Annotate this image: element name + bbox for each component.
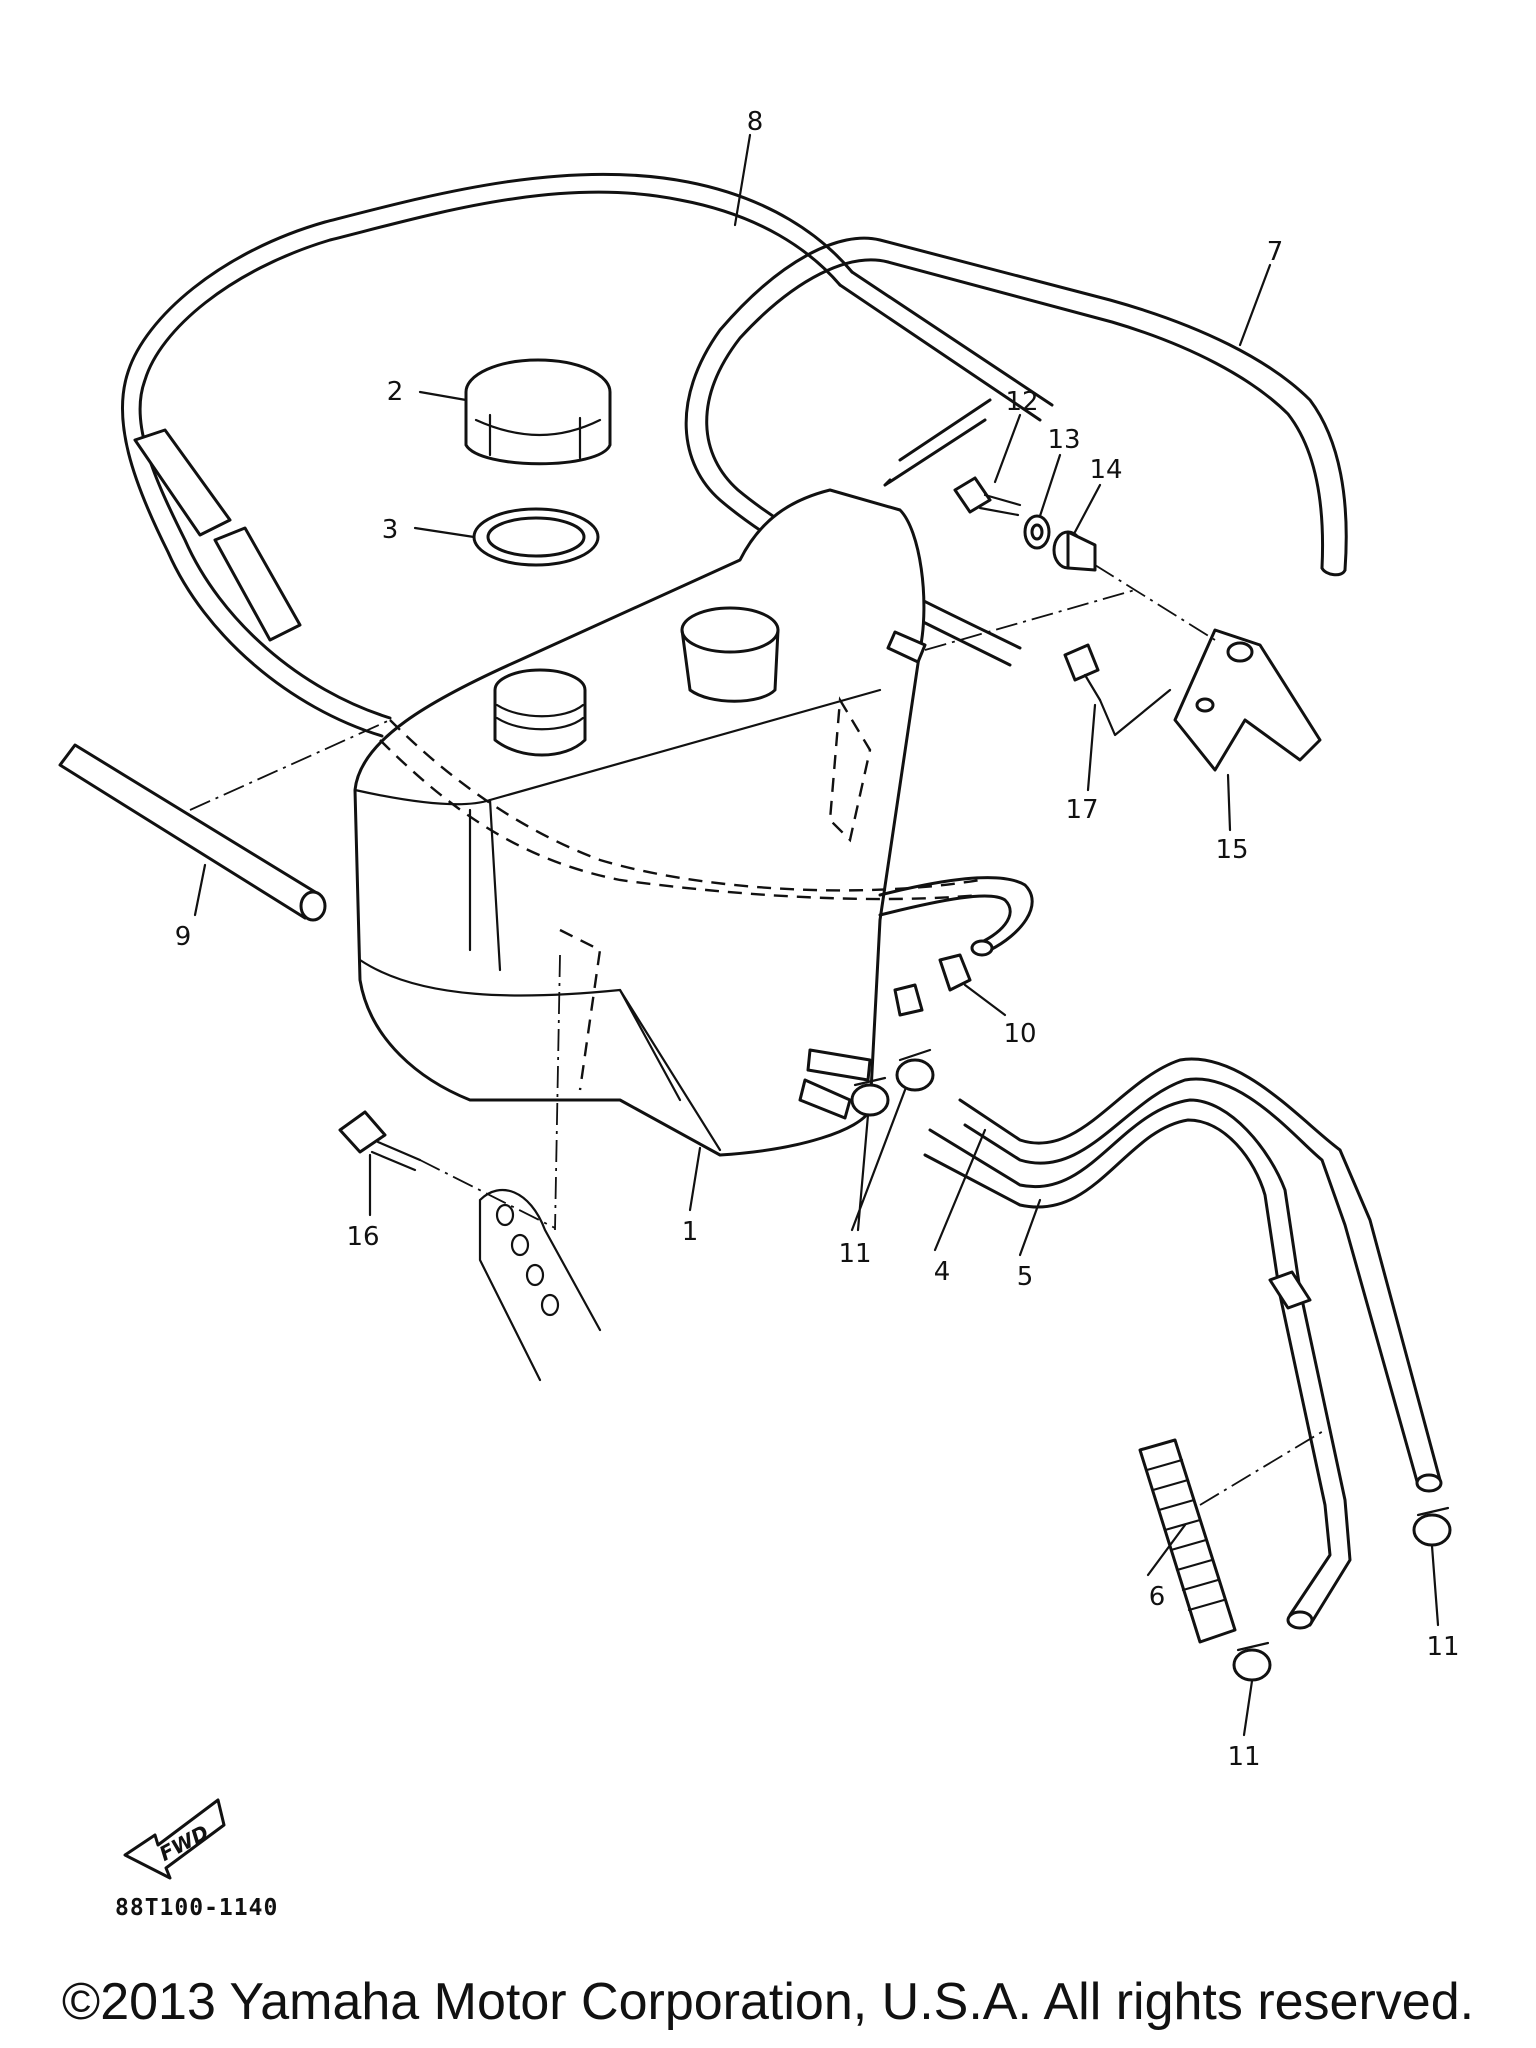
frame-section xyxy=(478,1188,602,1382)
hose-9 xyxy=(58,743,327,922)
washer-13 xyxy=(1023,514,1051,550)
label-part-13: 13 xyxy=(1047,425,1080,455)
label-part-7: 7 xyxy=(1267,237,1284,267)
hose-4 xyxy=(958,1057,1443,1493)
filler-cap-2 xyxy=(464,358,612,466)
grommet-14 xyxy=(1052,530,1097,572)
label-part-12: 12 xyxy=(1005,387,1038,417)
oil-tank-1 xyxy=(353,488,981,1157)
leader-lines xyxy=(193,133,1440,1737)
drawing-code: 88T100-1140 xyxy=(115,1895,278,1921)
label-part-15: 15 xyxy=(1215,835,1248,865)
label-part-17: 17 xyxy=(1065,795,1098,825)
clamp-11-bottom xyxy=(1232,1641,1272,1682)
label-part-11-pair: 11 xyxy=(838,1239,871,1269)
label-part-14: 14 xyxy=(1089,455,1122,485)
copyright-notice: ©2013 Yamaha Motor Corporation, U.S.A. A… xyxy=(61,1973,1475,2031)
label-part-5: 5 xyxy=(1017,1262,1034,1292)
label-part-8: 8 xyxy=(747,107,764,137)
label-part-2: 2 xyxy=(387,377,404,407)
bolt-16 xyxy=(338,1110,422,1172)
label-part-9: 9 xyxy=(175,922,192,952)
label-part-6: 6 xyxy=(1149,1582,1166,1612)
label-part-10: 10 xyxy=(1003,1019,1036,1049)
clamp-11-right xyxy=(1412,1506,1452,1547)
sleeve-6 xyxy=(1138,1438,1237,1644)
label-part-11-right: 11 xyxy=(1426,1632,1459,1662)
bracket-15 xyxy=(1173,628,1322,772)
hose-5 xyxy=(923,1098,1352,1630)
label-part-1: 1 xyxy=(682,1217,699,1247)
reference-lines xyxy=(189,564,1326,1506)
return-hose xyxy=(878,876,1034,957)
hose-8 xyxy=(120,172,1054,738)
tank-pins xyxy=(798,630,927,1120)
pin-10 xyxy=(938,953,972,992)
label-part-11-bottom: 11 xyxy=(1227,1742,1260,1772)
clamp-11-pair xyxy=(850,1048,935,1117)
forward-arrow-icon: FWD xyxy=(123,1798,226,1880)
label-part-4: 4 xyxy=(934,1257,951,1287)
screw-17 xyxy=(1063,643,1102,702)
label-part-3: 3 xyxy=(382,515,399,545)
gasket-3 xyxy=(472,507,600,567)
part-number-labels: 8 7 2 3 12 13 14 17 15 9 10 16 1 11 4 5 … xyxy=(175,107,1460,1772)
bolt-12 xyxy=(953,476,1022,517)
label-part-16: 16 xyxy=(346,1222,379,1252)
